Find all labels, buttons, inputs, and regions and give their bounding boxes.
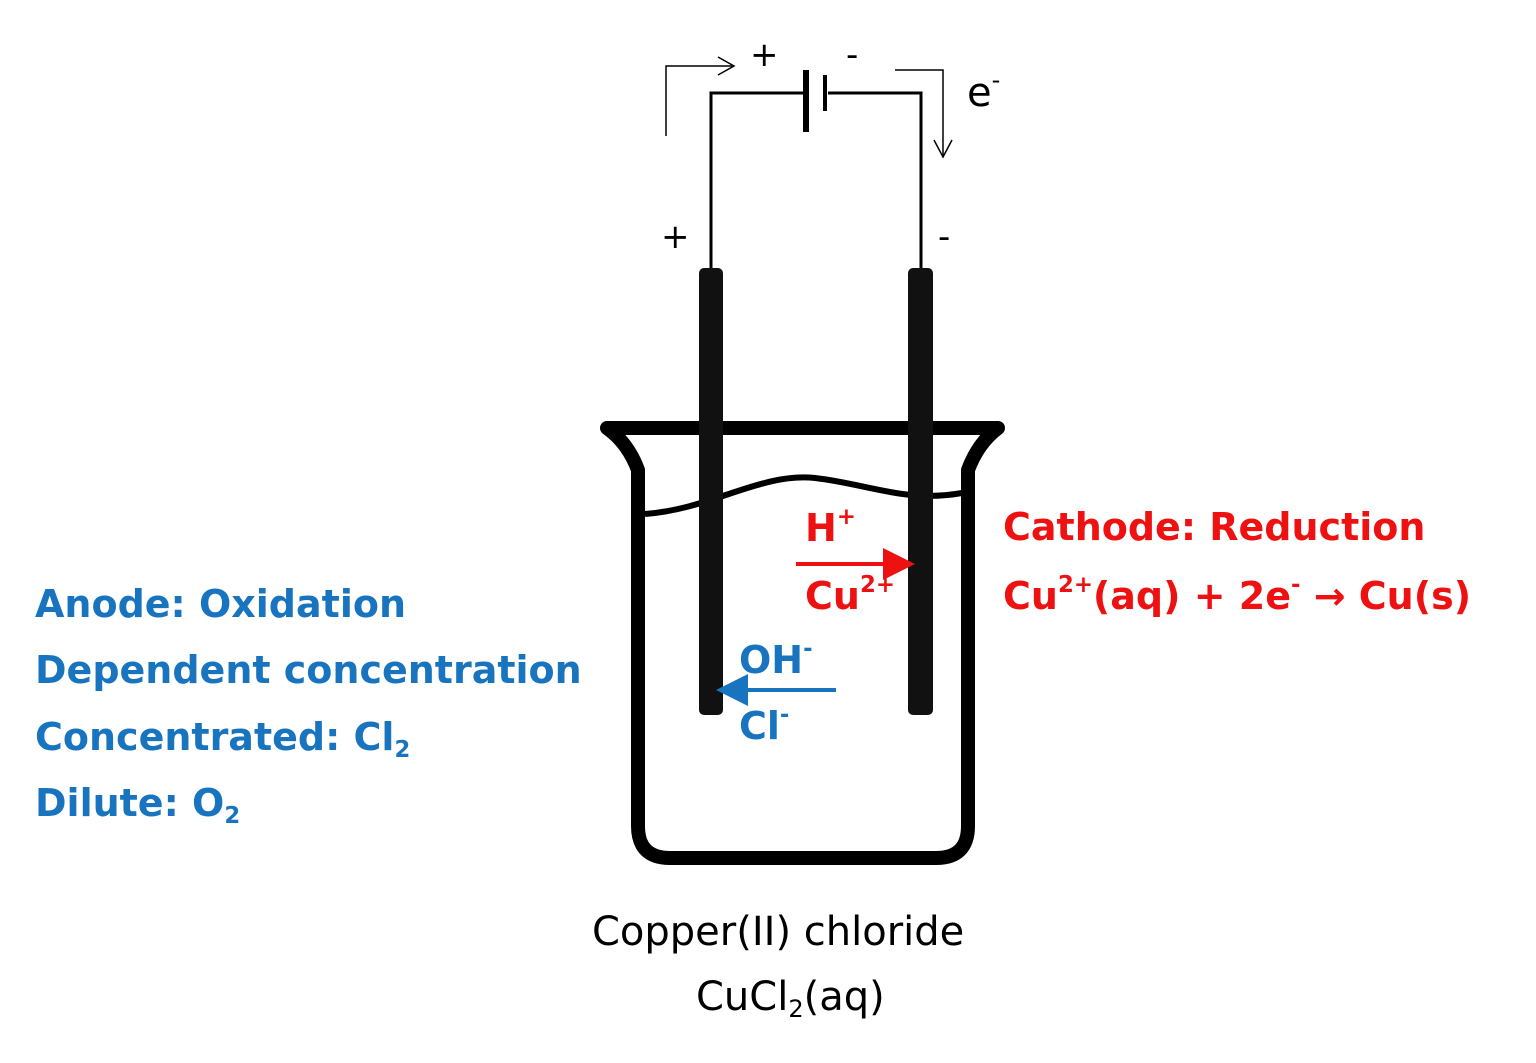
circuit-wire-right <box>828 91 923 270</box>
anode-dilute-text: Dilute: O <box>35 781 225 825</box>
ion-cl-minus: Cl- <box>739 704 789 748</box>
electron-flow-arrow-left <box>665 56 736 136</box>
anode-concentrated-subscript: 2 <box>394 736 411 763</box>
circuit-wire-left <box>709 91 803 270</box>
battery-minus-sign: - <box>846 35 859 75</box>
ion-oh-charge: - <box>803 635 813 662</box>
anode-electrode <box>699 268 723 715</box>
reaction-arrow-icon: → <box>1313 574 1346 618</box>
anode-concentrated-text: Concentrated: Cl <box>35 715 395 759</box>
cathode-eq-electron-charge: - <box>1291 571 1301 598</box>
electron-flow-arrow-right <box>895 69 953 159</box>
electron-label: e- <box>967 68 1000 116</box>
beaker <box>600 421 1005 865</box>
cathode-title: Cathode: Reduction <box>1003 505 1426 549</box>
cathode-electrode <box>908 268 933 715</box>
anode-sign: + <box>661 217 690 257</box>
cathode-equation: Cu2+(aq) + 2e- → Cu(s) <box>1003 574 1472 618</box>
ion-cu-charge: 2+ <box>859 571 895 598</box>
ion-oh-symbol: OH <box>739 638 804 682</box>
electron-symbol: e <box>967 70 992 116</box>
solution-name: Copper(II) chloride <box>592 909 965 955</box>
cathode-eq-product: Cu(s) <box>1358 574 1472 618</box>
ion-cl-symbol: Cl <box>739 704 780 748</box>
ion-cu2-plus: Cu2+ <box>805 574 895 618</box>
battery-plus-sign: + <box>750 35 779 75</box>
solution-formula: CuCl2(aq) <box>696 974 885 1021</box>
ion-h-charge: + <box>836 503 856 530</box>
cathode-eq-cu: Cu <box>1003 574 1058 618</box>
ion-h-symbol: H <box>805 506 837 550</box>
ion-oh-minus: OH- <box>739 638 813 682</box>
cathode-eq-middle: (aq) + 2e <box>1092 574 1292 618</box>
ion-cu-symbol: Cu <box>805 574 860 618</box>
solution-formula-subscript: 2 <box>788 995 804 1024</box>
solution-formula-state: (aq) <box>803 974 885 1020</box>
cathode-eq-cu-charge: 2+ <box>1057 571 1093 598</box>
electron-charge: - <box>991 66 1001 94</box>
anode-title: Anode: Oxidation <box>35 582 407 626</box>
anode-dependence-note: Dependent concentration <box>35 648 582 692</box>
ion-cl-charge: - <box>779 701 790 728</box>
anode-dilute-product: Dilute: O2 <box>35 781 240 827</box>
solution-formula-main: CuCl <box>696 974 789 1020</box>
anode-concentrated-product: Concentrated: Cl2 <box>35 715 410 761</box>
ion-h-plus: H+ <box>805 506 856 550</box>
anode-dilute-subscript: 2 <box>224 802 241 829</box>
cathode-sign: - <box>938 217 951 257</box>
